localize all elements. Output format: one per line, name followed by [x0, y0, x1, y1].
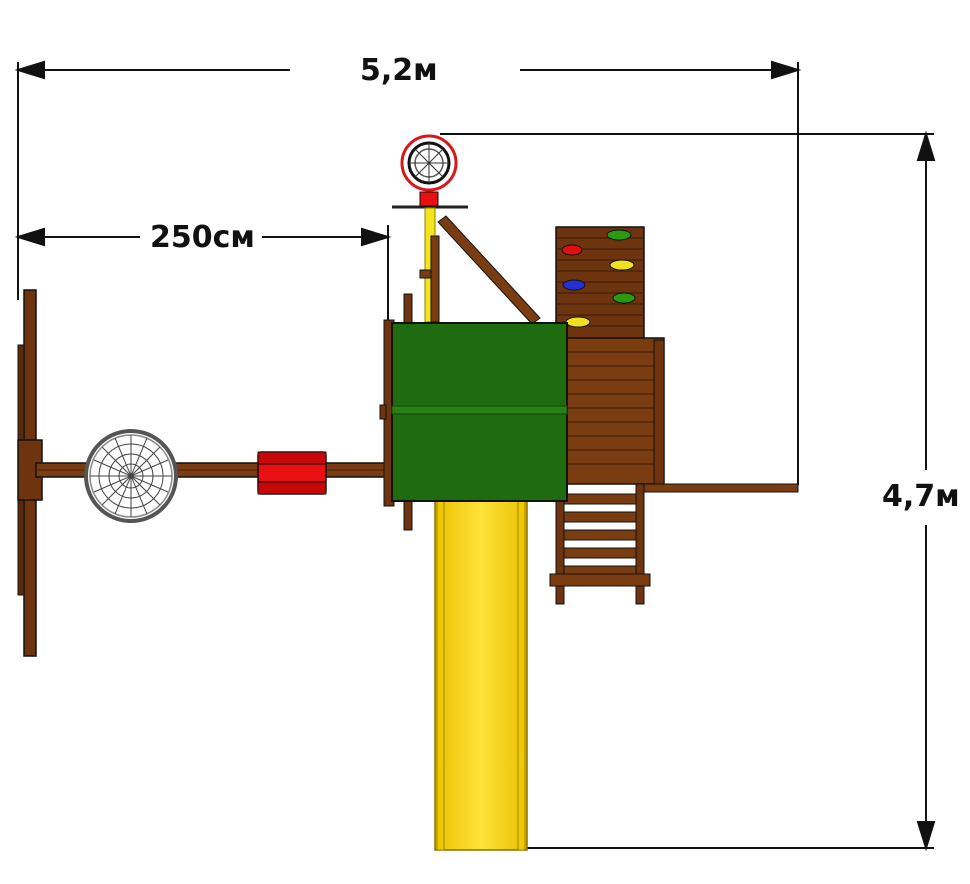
ladder [549, 483, 651, 605]
wooden-deck [565, 337, 665, 485]
basketball-hoop-icon [392, 134, 468, 323]
climbing-hold-icon [561, 229, 636, 328]
arrow-down-icon [916, 821, 936, 852]
dimension-lines [14, 60, 936, 852]
arrow-left-icon [14, 227, 45, 247]
arrow-up-icon [916, 130, 936, 161]
side-bar [635, 483, 799, 493]
dimension-total-depth: 4,7м [880, 479, 962, 514]
green-roof [391, 322, 568, 502]
climbing-wall [555, 226, 645, 340]
arrow-right-icon [771, 60, 802, 80]
arrow-left-icon [14, 60, 45, 80]
arrow-right-icon [361, 227, 392, 247]
swing-seat [257, 451, 327, 495]
nest-swing-icon [84, 429, 178, 523]
slide [434, 499, 528, 851]
dimension-total-width: 5,2м [356, 56, 442, 86]
dimension-swing-beam: 250см [146, 223, 259, 253]
diagonal-brace [437, 215, 541, 325]
